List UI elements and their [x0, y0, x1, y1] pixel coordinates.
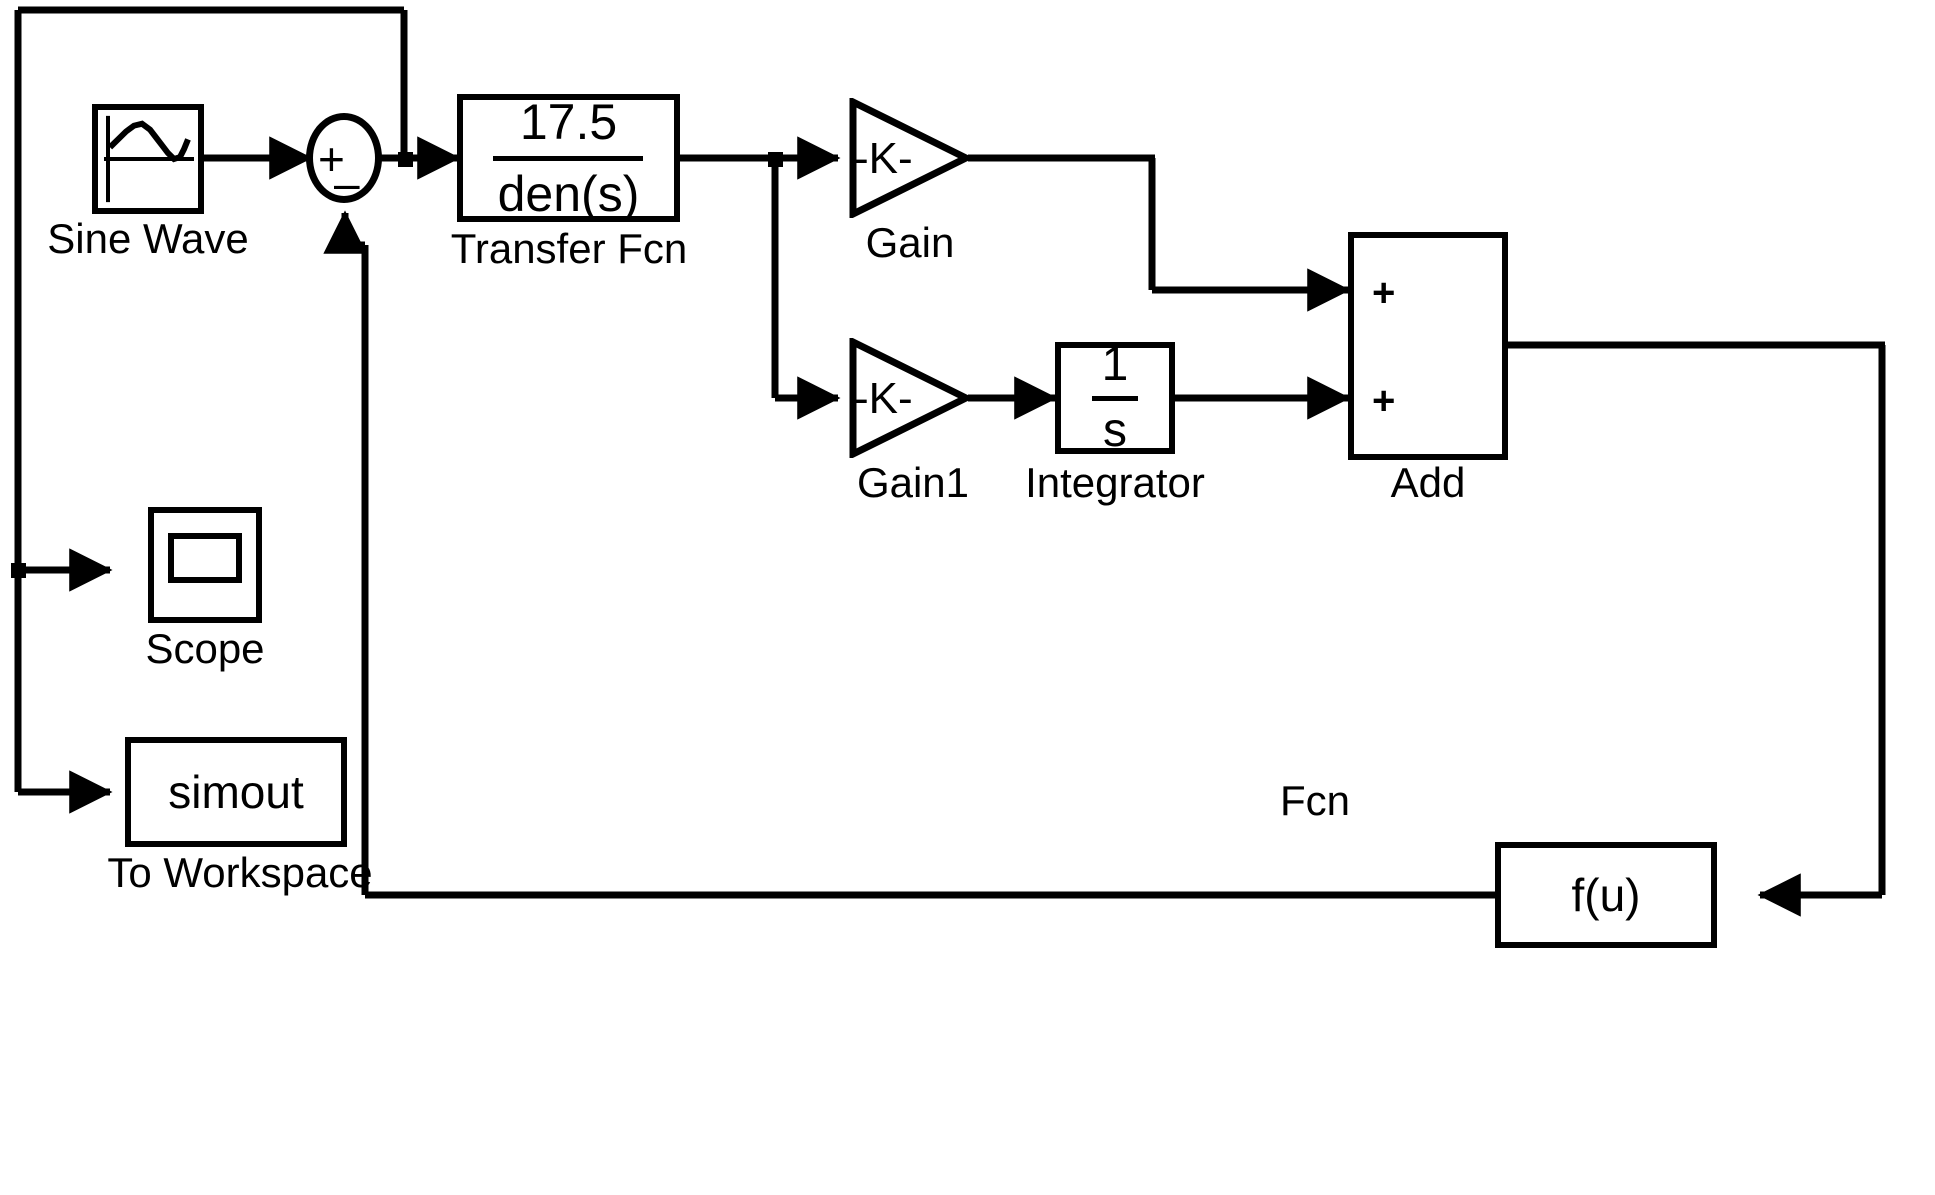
branch-points	[11, 152, 783, 578]
block-transfer-fcn[interactable]: 17.5 den(s)	[457, 94, 680, 222]
label-fcn: Fcn	[1279, 777, 1350, 824]
label-to-workspace: To Workspace	[107, 849, 373, 896]
label-integrator: Integrator	[1025, 459, 1205, 506]
sum-minus-sign: –	[334, 157, 360, 209]
branch-point-transferfcn-output	[768, 152, 783, 167]
block-scope[interactable]	[148, 507, 262, 623]
label-gain1: Gain1	[856, 459, 970, 506]
block-add[interactable]	[1348, 232, 1508, 460]
label-scope: Scope	[145, 625, 265, 672]
fcn-expression: f(u)	[1571, 869, 1641, 921]
block-to-workspace[interactable]: simout	[125, 737, 347, 847]
integrator-fraction: 1 s	[1091, 338, 1139, 457]
transfer-fcn-fraction-bar	[493, 155, 644, 161]
sine-wave-icon	[104, 115, 194, 203]
block-gain1[interactable]	[848, 338, 970, 458]
sum-plus-sign: +	[318, 133, 345, 185]
block-gain[interactable]	[848, 98, 970, 218]
block-integrator[interactable]: 1 s	[1055, 338, 1175, 457]
integrator-numerator: 1	[1101, 338, 1129, 392]
to-workspace-variable: simout	[168, 766, 304, 818]
label-gain: Gain	[865, 219, 955, 266]
branch-point-sum-output	[398, 152, 413, 167]
transfer-fcn-numerator: 17.5	[519, 94, 618, 150]
gain-triangle-icon	[849, 98, 970, 218]
transfer-fcn-fraction: 17.5 den(s)	[488, 96, 650, 220]
block-sine-wave[interactable]	[92, 104, 204, 214]
gain1-value: -K-	[854, 374, 913, 423]
label-transfer-fcn: Transfer Fcn	[450, 225, 688, 272]
label-sine-wave: Sine Wave	[47, 215, 249, 262]
block-sum[interactable]	[306, 113, 382, 203]
label-add: Add	[1390, 459, 1466, 506]
branch-point-left-rail-scope	[11, 563, 26, 578]
scope-icon	[168, 533, 242, 583]
integrator-fraction-bar	[1091, 395, 1138, 401]
add-input1-sign: +	[1372, 271, 1396, 315]
add-input2-sign: +	[1372, 379, 1396, 423]
block-fcn[interactable]: f(u)	[1495, 842, 1717, 948]
integrator-denominator: s	[1102, 403, 1127, 457]
gain1-triangle-icon	[849, 338, 970, 458]
gain-value: -K-	[854, 134, 913, 183]
transfer-fcn-denominator: den(s)	[497, 165, 640, 222]
